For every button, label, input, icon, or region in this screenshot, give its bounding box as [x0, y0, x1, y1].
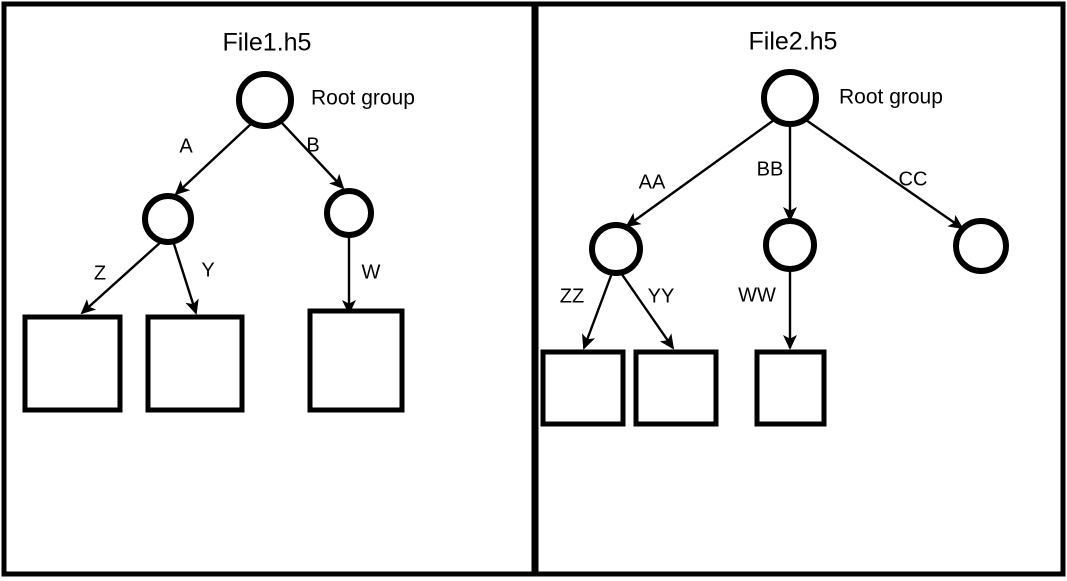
edge-label-a: A: [179, 135, 193, 157]
edge-label-yy: YY: [648, 285, 675, 307]
panel-border: [531, 1, 1066, 577]
edge-label-w: W: [362, 261, 381, 283]
edge-cc-arrow: [805, 119, 964, 230]
edge-zz-arrow: [582, 272, 614, 350]
group-node-bb[interactable]: [763, 218, 817, 272]
edge-aa-arrow: [625, 119, 775, 228]
group-node-cc[interactable]: [953, 218, 1009, 274]
edge-b-arrow: [280, 121, 345, 190]
dataset-node-yy[interactable]: [633, 349, 719, 427]
edge-y-arrow: [171, 240, 199, 315]
dataset-node-y[interactable]: [145, 314, 245, 413]
edge-label-zz: ZZ: [560, 285, 584, 307]
edge-label-cc: CC: [899, 168, 928, 190]
dataset-node-z[interactable]: [22, 314, 123, 413]
root-group-node[interactable]: [236, 71, 294, 129]
dataset-node-ww[interactable]: [754, 349, 827, 427]
root-group-label: Root group: [839, 86, 943, 109]
dataset-node-zz[interactable]: [540, 349, 626, 427]
edge-z-arrow: [80, 240, 163, 315]
edge-label-z: Z: [94, 262, 106, 284]
dataset-node-w[interactable]: [307, 308, 405, 413]
edge-label-bb: BB: [757, 158, 784, 180]
root-group-node[interactable]: [761, 69, 819, 127]
group-node-a[interactable]: [142, 193, 194, 245]
panel-title: File1.h5: [223, 29, 312, 57]
edge-label-y: Y: [201, 259, 214, 281]
edge-a-arrow: [174, 122, 253, 196]
edge-label-ww: WW: [738, 284, 776, 306]
edge-yy-arrow: [620, 272, 675, 350]
group-node-aa[interactable]: [589, 222, 643, 276]
edge-label-aa: AA: [639, 171, 666, 193]
root-group-label: Root group: [311, 87, 415, 110]
panel-title: File2.h5: [749, 28, 838, 56]
edge-label-b: B: [306, 134, 319, 156]
panel-file1: File1.h5A B Z Y W Root group: [1, 1, 539, 577]
group-node-b[interactable]: [324, 188, 374, 238]
